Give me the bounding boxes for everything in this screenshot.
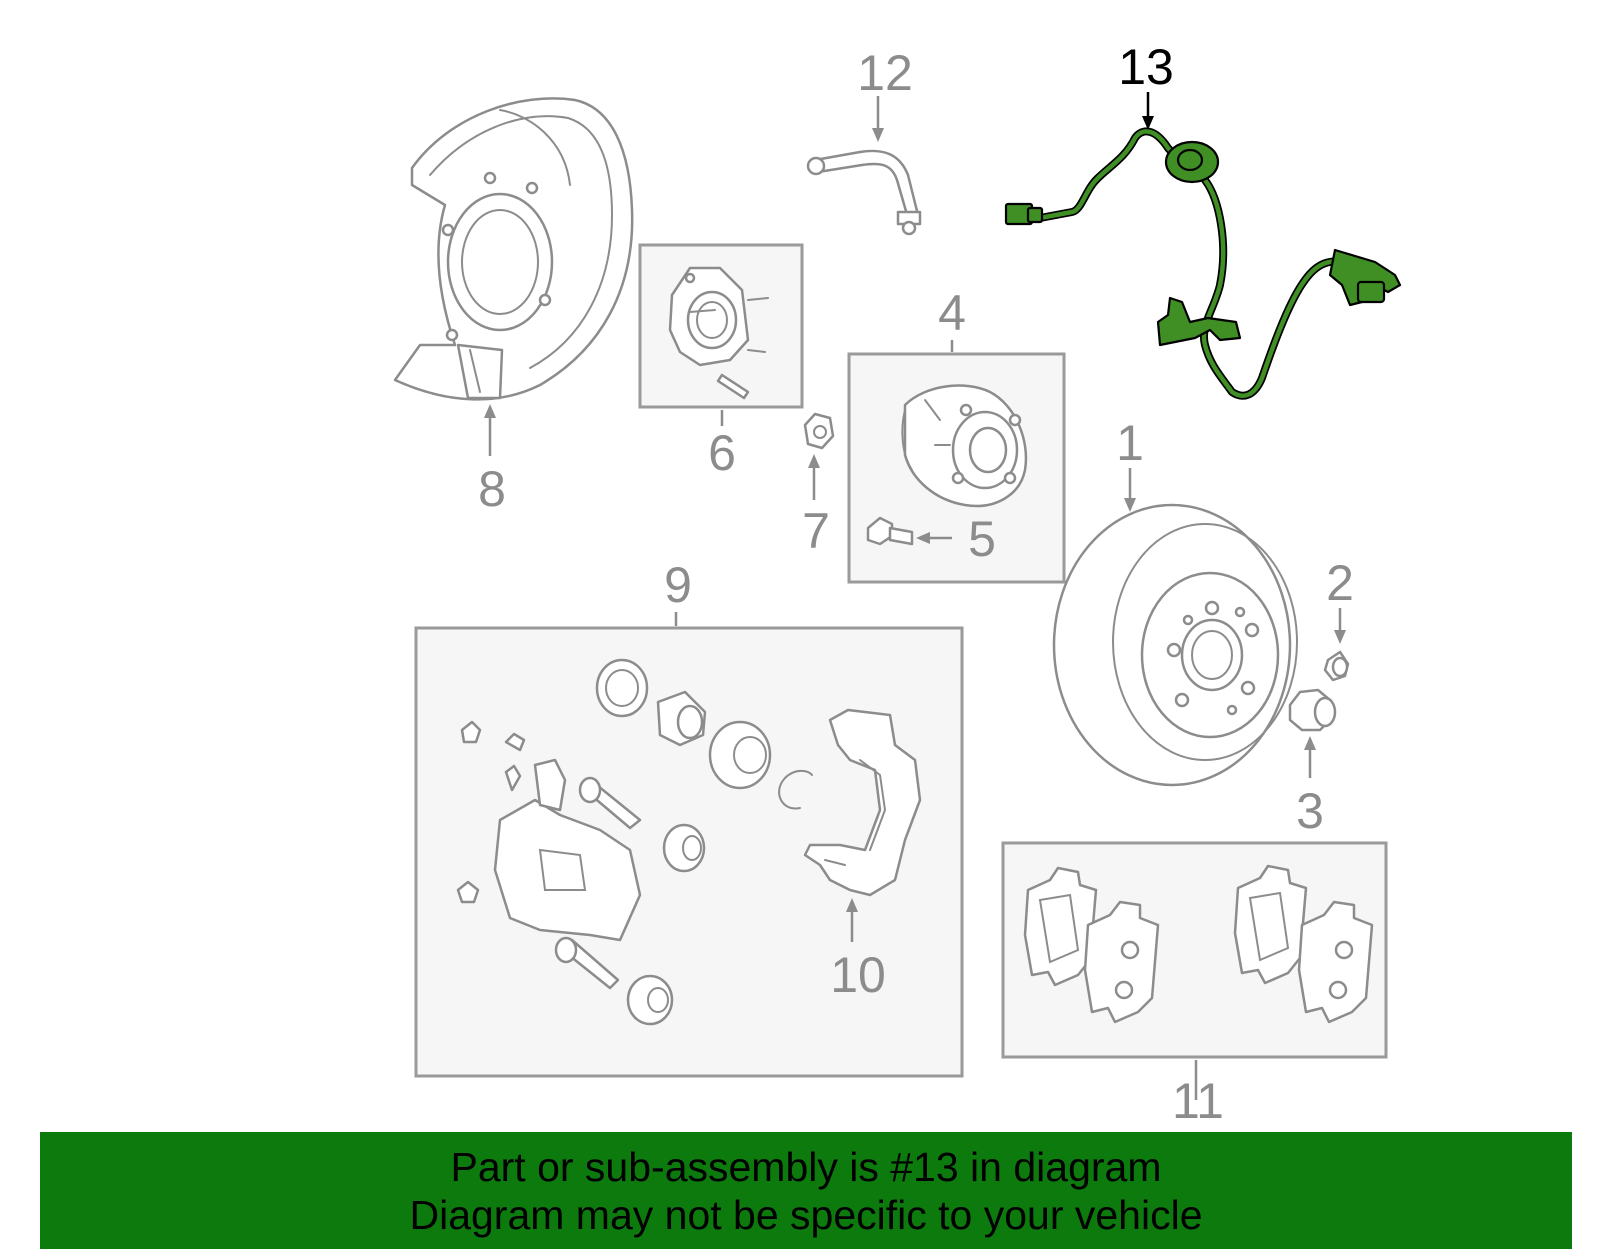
banner-line-2: Diagram may not be specific to your vehi… xyxy=(409,1191,1203,1238)
callout-6: 6 xyxy=(708,425,736,481)
part-2-plug[interactable] xyxy=(1323,650,1350,682)
part-1-rotor[interactable] xyxy=(1052,503,1298,787)
callout-7: 7 xyxy=(802,503,830,559)
callout-3: 3 xyxy=(1296,783,1324,839)
callout-5: 5 xyxy=(968,511,996,567)
callout-12: 12 xyxy=(857,45,913,101)
part-12-brake-hose[interactable] xyxy=(806,149,922,236)
callout-9: 9 xyxy=(664,557,692,613)
part-7-nut[interactable] xyxy=(803,412,835,450)
part-9-caliper-assembly[interactable] xyxy=(456,658,813,1026)
part-6-hub-bearing[interactable] xyxy=(668,266,769,400)
part-13-abs-sensor-harness[interactable] xyxy=(1004,127,1402,400)
part-4-hub-assembly[interactable] xyxy=(901,384,1028,508)
part-5-bolt[interactable] xyxy=(866,516,914,546)
callout-8: 8 xyxy=(478,461,506,517)
part-8-dust-shield[interactable] xyxy=(393,97,634,401)
callout-10: 10 xyxy=(830,947,886,1003)
info-banner: Part or sub-assembly is #13 in diagram D… xyxy=(40,1132,1572,1249)
banner-background xyxy=(40,1132,1572,1249)
part-10-caliper-bracket[interactable] xyxy=(803,708,922,897)
callout-13: 13 xyxy=(1118,39,1174,95)
callout-11: 11 xyxy=(1172,1073,1224,1129)
banner-line-1: Part or sub-assembly is #13 in diagram xyxy=(450,1143,1162,1190)
callout-2: 2 xyxy=(1326,555,1354,611)
part-3-nut[interactable] xyxy=(1288,688,1337,732)
part-11-brake-pads[interactable] xyxy=(1023,864,1374,1024)
callout-4: 4 xyxy=(938,285,966,341)
callout-1: 1 xyxy=(1116,415,1144,471)
